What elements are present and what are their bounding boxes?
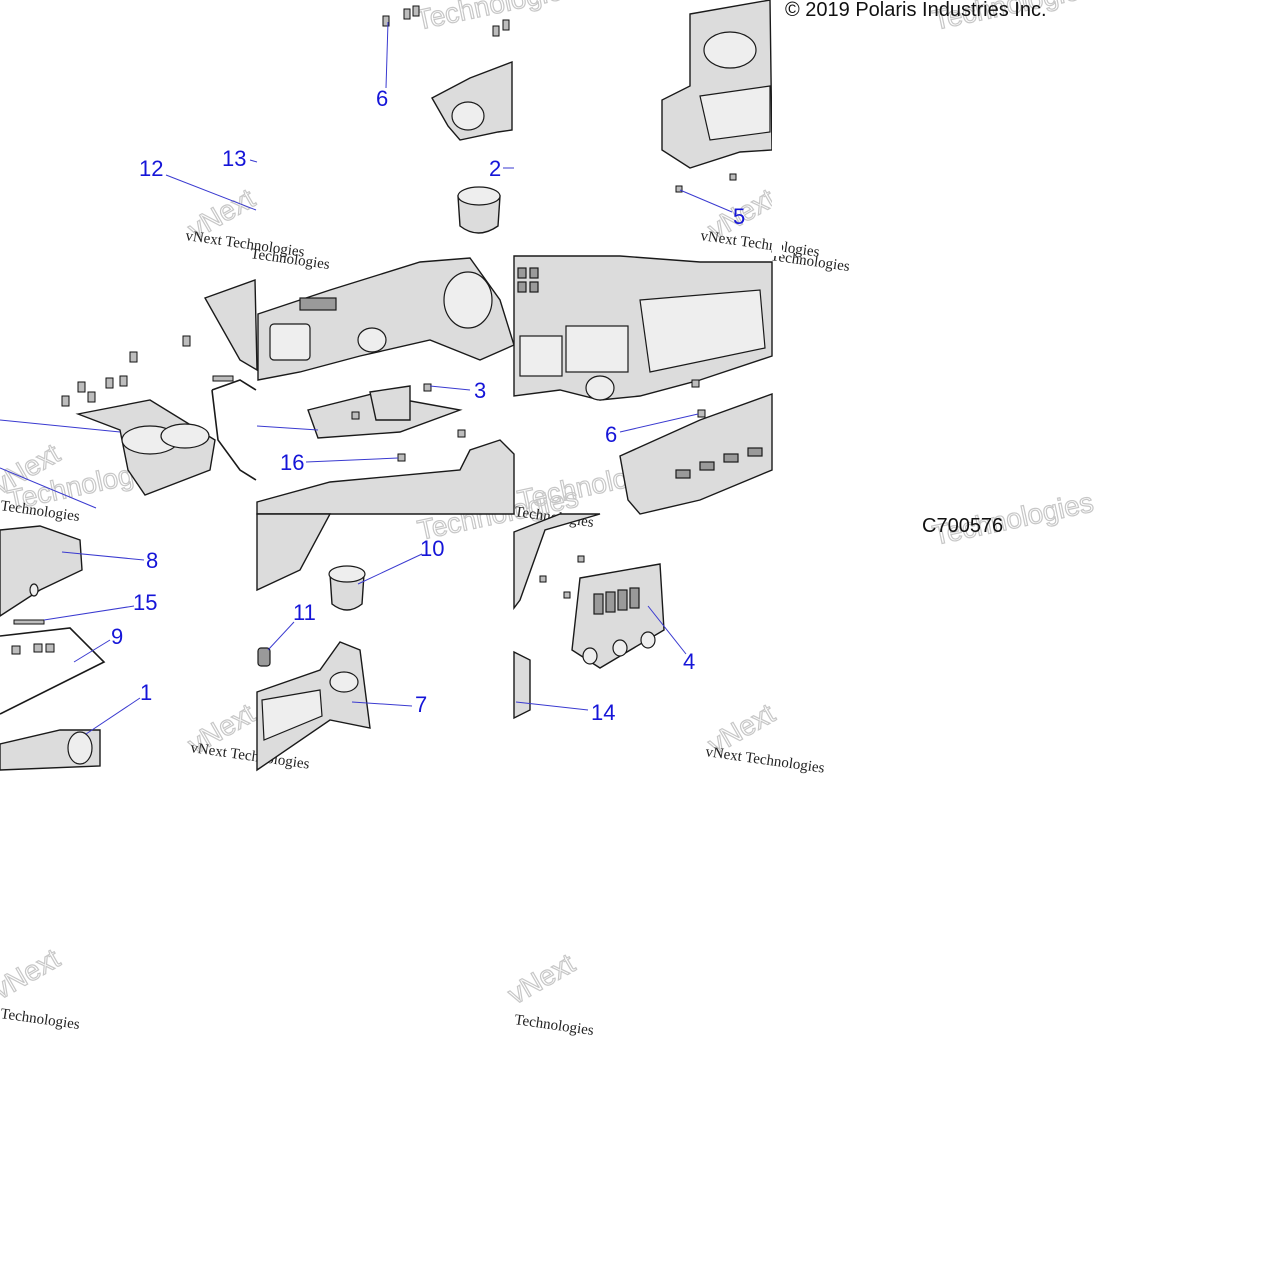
glove-box-seal: [0, 627, 106, 715]
dash-panel-left: [61, 279, 258, 407]
wire-harness: [211, 379, 257, 481]
lower-right-panel: [513, 650, 531, 720]
callout-10: 10: [420, 536, 444, 561]
watermark-big-13: vNext: [503, 947, 581, 1010]
ranger-door-trim: [256, 641, 371, 772]
callout-13: 13: [222, 146, 246, 171]
callout-4: 4: [683, 649, 695, 674]
watermark-text-9: Technologies: [0, 1006, 81, 1033]
cup-holder-bin: [75, 399, 216, 496]
leader-6a: [385, 21, 389, 89]
vent-hole: [451, 101, 485, 131]
leader-9: [73, 639, 111, 663]
glove-box-rod: [13, 619, 45, 625]
lower-right-panel-top: [513, 513, 601, 611]
left-speaker-bezel: [0, 729, 101, 771]
upper-right-vent-panel: [661, 0, 773, 193]
leader-fastener-left: [0, 467, 97, 509]
callout-14: 14: [591, 700, 615, 725]
center-mount-bracket: [307, 383, 466, 462]
part-number: C700576: [922, 515, 1003, 537]
leader-4: [647, 605, 687, 655]
switch-panel-bezel: [539, 555, 665, 669]
right-side-dash-frame: [513, 255, 773, 418]
watermark-big-12: vNext: [0, 942, 65, 1005]
lower-skid-panel: [619, 393, 773, 515]
callout-labels: 6 12 13 2 5 3 16 6 8 15 9 1 10 11 7 4 14: [111, 86, 745, 725]
callout-2: 2: [489, 156, 501, 181]
callout-6b: 6: [605, 422, 617, 447]
glove-box-lid: [0, 525, 83, 617]
upper-right-vent-panel-left: [431, 60, 513, 141]
leader-12: [165, 174, 257, 211]
fastener-screw: [382, 5, 510, 37]
callout-9: 9: [111, 624, 123, 649]
watermark-text-10: Technologies: [513, 1012, 594, 1039]
leader-13: [249, 159, 258, 163]
leader-dash-left: [0, 419, 121, 433]
leader-1: [85, 697, 141, 735]
leader-16: [305, 457, 399, 463]
leader-3: [429, 385, 471, 391]
copyright-notice: © 2019 Polaris Industries Inc.: [785, 0, 1047, 21]
leader-8: [61, 551, 145, 561]
leader-10: [357, 553, 423, 585]
tile-gutter: [772, 0, 782, 256]
callout-16: 16: [280, 450, 304, 475]
lower-cup-holder-insert: [457, 186, 501, 234]
leader-7: [351, 701, 413, 707]
callout-5: 5: [733, 204, 745, 229]
leader-5: [679, 189, 733, 213]
dash-center-panel: [257, 257, 515, 381]
leader-lines: [0, 21, 733, 735]
callout-1: 1: [140, 680, 152, 705]
leader-6b: [619, 413, 699, 433]
wire-harness-clip: [257, 647, 271, 667]
leader-14: [515, 701, 589, 711]
leader-11: [267, 621, 295, 651]
callout-3: 3: [474, 378, 486, 403]
upper-cup-holder-insert: [328, 565, 366, 611]
callout-6a: 6: [376, 86, 388, 111]
leader-15: [43, 605, 135, 621]
callout-11: 11: [293, 600, 316, 625]
callout-12: 12: [139, 156, 163, 181]
upper-fasteners-group: [382, 5, 513, 141]
callout-7: 7: [415, 692, 427, 717]
watermark-text-8: vNext Technologies: [704, 744, 825, 777]
callout-15: 15: [133, 590, 157, 615]
lower-dash-frame-center: [256, 439, 515, 515]
callout-8: 8: [146, 548, 158, 573]
leader-bracket: [256, 425, 319, 431]
ranger-door-trim-top: [256, 513, 332, 592]
